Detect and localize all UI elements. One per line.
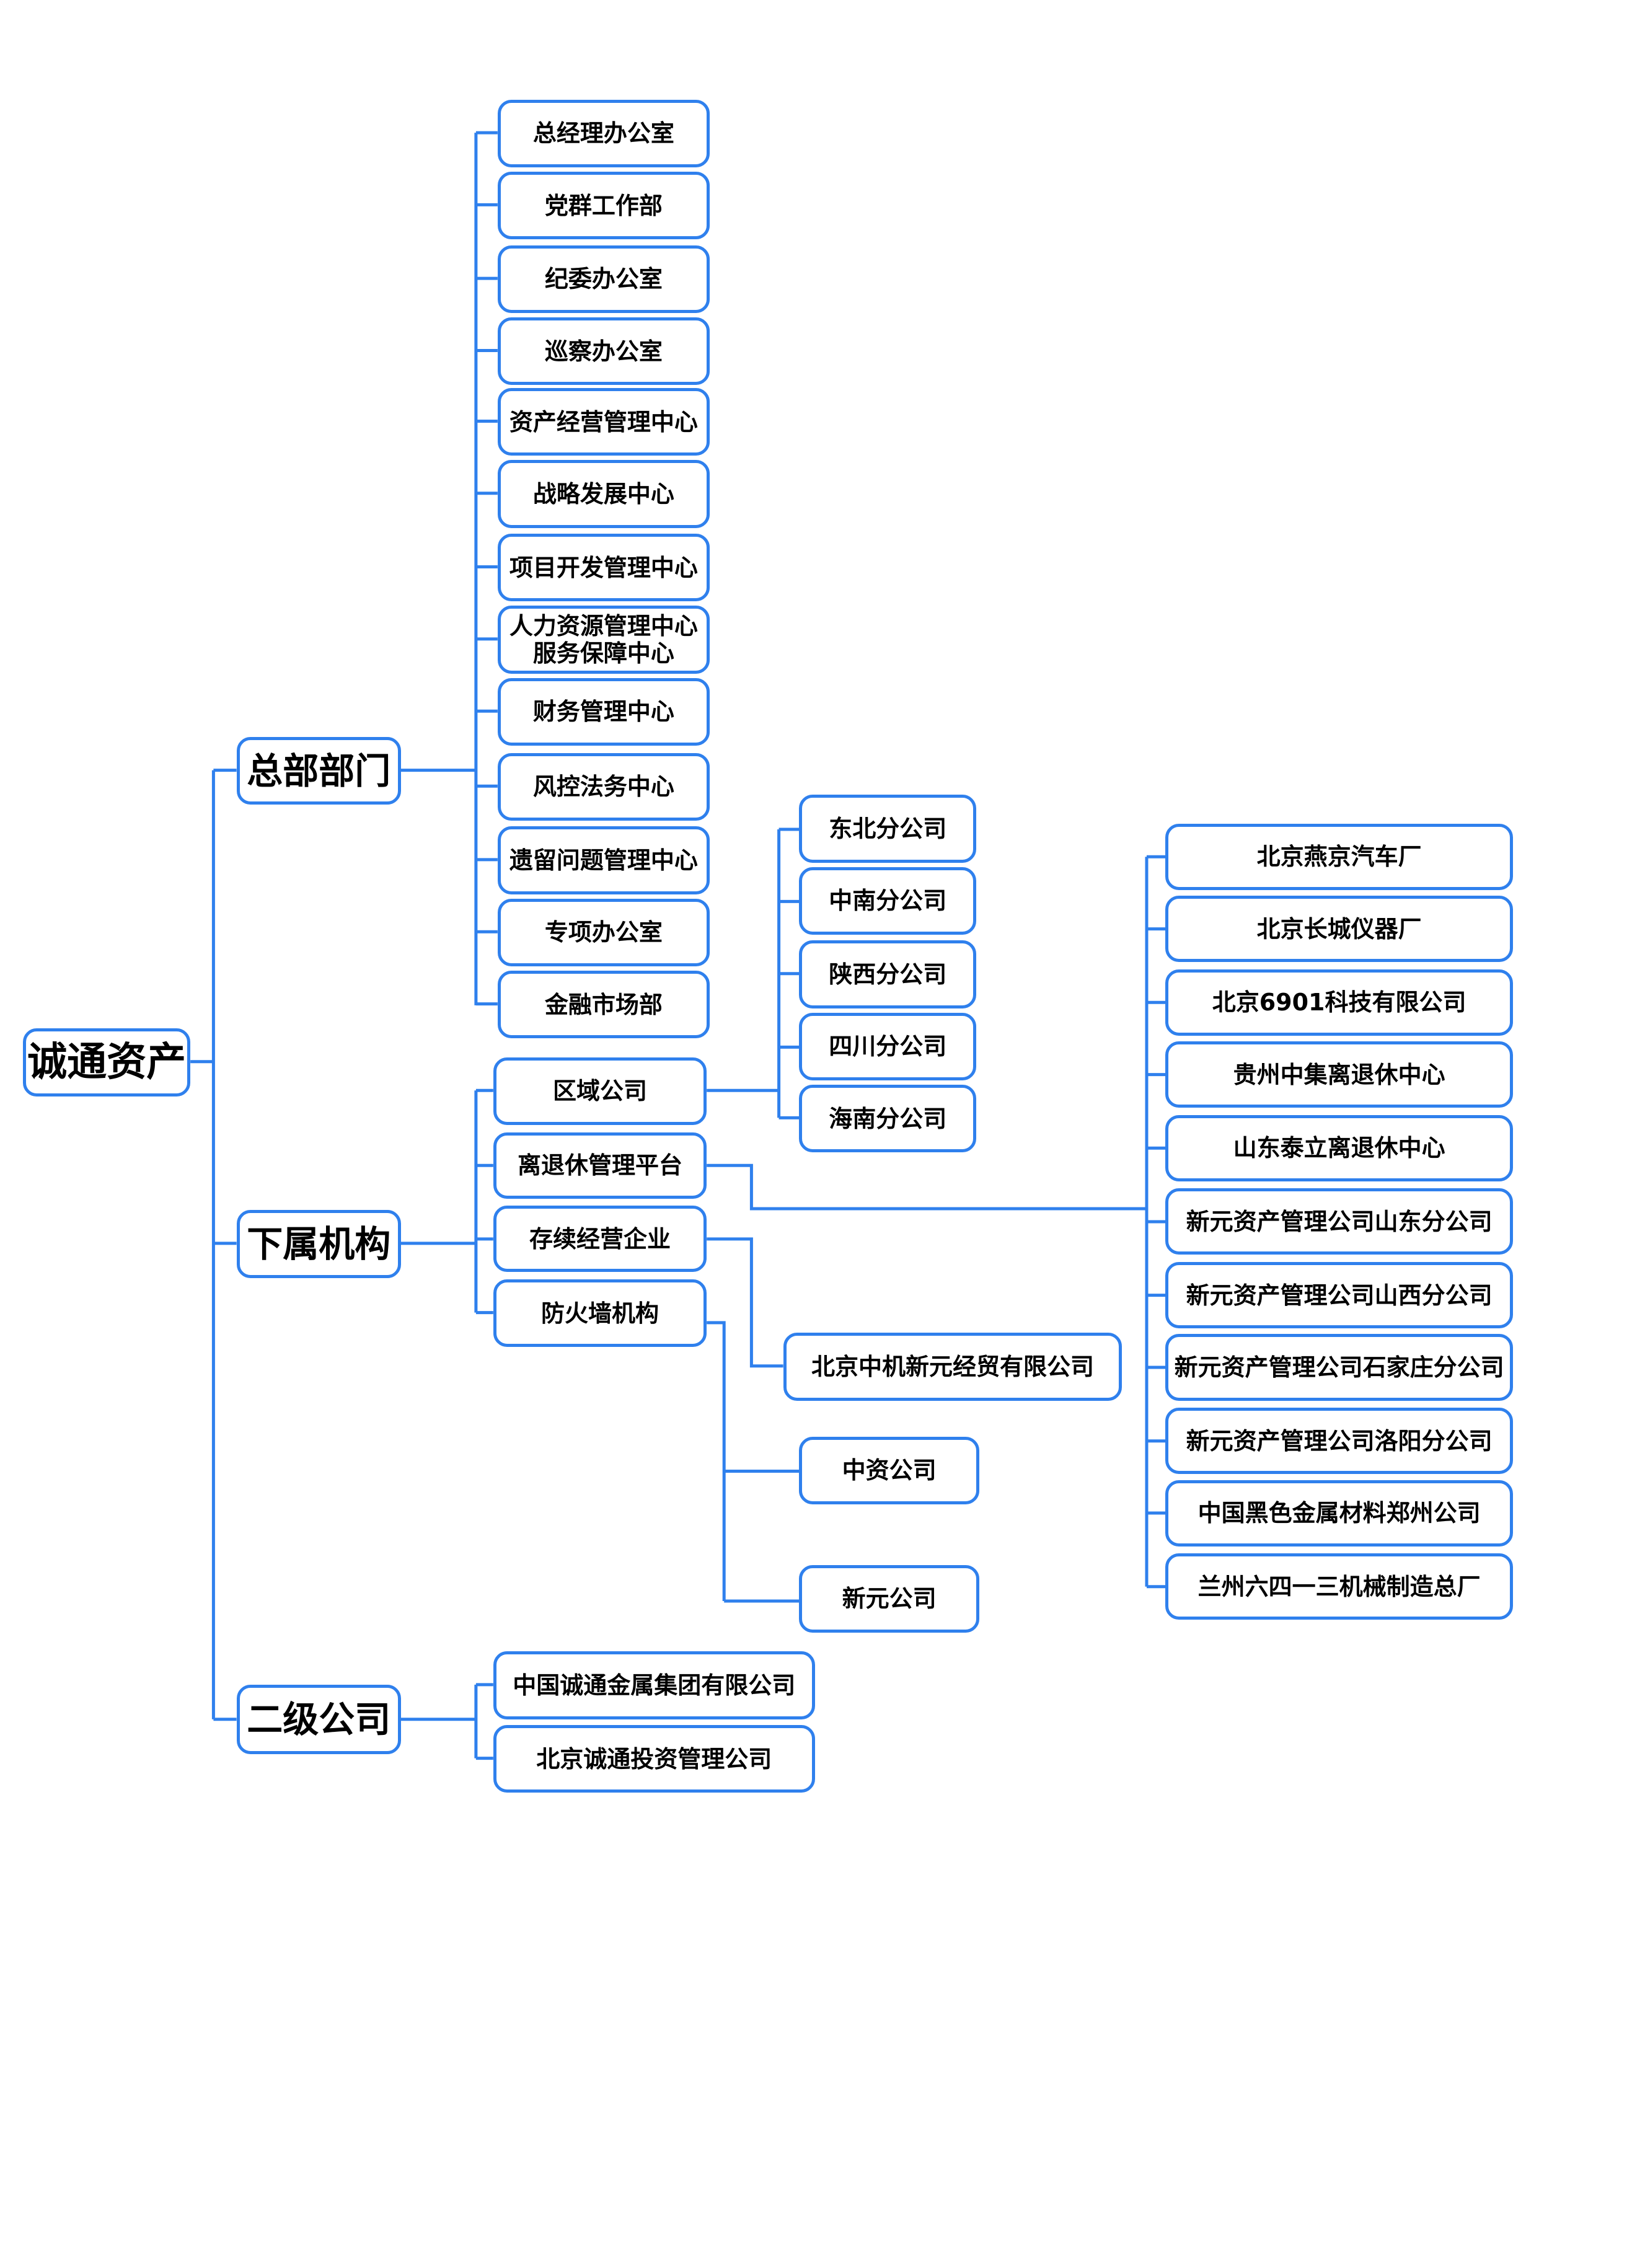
firewall-company-node: 新元公司 [799, 1564, 980, 1633]
root-node: 诚通资产 [23, 1028, 191, 1096]
institution-label: 离退休管理平台 [518, 1152, 683, 1180]
firewall-company-node: 中资公司 [799, 1436, 980, 1505]
institution-node: 区域公司 [493, 1057, 707, 1126]
continuing-enterprise-node: 北京中机新元经贸有限公司 [783, 1333, 1122, 1401]
hq-departments-node: 总部部门 [236, 737, 401, 805]
regional-branch-node: 海南分公司 [799, 1084, 977, 1153]
regional-branch-node: 东北分公司 [799, 795, 977, 863]
root-label: 诚通资产 [27, 1039, 187, 1085]
retirement-unit-label: 兰州六四一三机械制造总厂 [1197, 1573, 1481, 1600]
retirement-unit-label: 北京长城仪器厂 [1256, 915, 1422, 943]
dept-node: 巡察办公室 [497, 317, 710, 386]
dept-node: 战略发展中心 [497, 460, 710, 528]
retirement-unit-label: 新元资产管理公司石家庄分公司 [1174, 1353, 1504, 1381]
retirement-unit-label: 新元资产管理公司山东分公司 [1186, 1207, 1493, 1235]
second-tier-company-node: 中国诚通金属集团有限公司 [493, 1651, 815, 1719]
retirement-unit-label: 北京燕京汽车厂 [1256, 843, 1422, 871]
firewall-company-label: 新元公司 [842, 1585, 937, 1613]
dept-node: 项目开发管理中心 [497, 533, 710, 602]
retirement-unit-node: 中国黑色金属材料郑州公司 [1165, 1480, 1513, 1547]
dept-label: 专项办公室 [544, 919, 663, 946]
second-tier-company-label: 中国诚通金属集团有限公司 [513, 1672, 796, 1700]
dept-label: 党群工作部 [544, 192, 663, 219]
retirement-unit-node: 新元资产管理公司山东分公司 [1165, 1188, 1513, 1255]
dept-node: 资产经营管理中心 [497, 387, 710, 456]
retirement-unit-node: 新元资产管理公司山西分公司 [1165, 1262, 1513, 1329]
dept-node: 纪委办公室 [497, 245, 710, 313]
dept-label: 风控法务中心 [532, 773, 674, 801]
retirement-unit-node: 兰州六四一三机械制造总厂 [1165, 1553, 1513, 1620]
connector-line [707, 1237, 783, 1368]
dept-node: 党群工作部 [497, 171, 710, 240]
retirement-unit-node: 北京长城仪器厂 [1165, 896, 1513, 963]
retirement-unit-label: 新元资产管理公司山西分公司 [1186, 1281, 1493, 1309]
institution-node: 存续经营企业 [493, 1206, 707, 1273]
institution-node: 防火墙机构 [493, 1279, 707, 1348]
dept-label: 财务管理中心 [532, 698, 674, 726]
retirement-unit-label: 山东泰立离退休中心 [1233, 1134, 1445, 1162]
dept-node: 专项办公室 [497, 898, 710, 967]
hq-departments-label: 总部部门 [247, 749, 391, 792]
institution-label: 防火墙机构 [541, 1299, 659, 1327]
dept-label: 总经理办公室 [532, 120, 674, 148]
dept-label: 人力资源管理中心 服务保障中心 [509, 612, 698, 667]
connector-line [707, 1163, 1147, 1211]
dept-label: 项目开发管理中心 [509, 554, 698, 581]
retirement-unit-node: 北京6901科技有限公司 [1165, 969, 1513, 1036]
regional-branch-node: 中南分公司 [799, 867, 977, 935]
dept-node: 风控法务中心 [497, 752, 710, 821]
subsidiary-institutions-node: 下属机构 [236, 1210, 401, 1278]
dept-node: 遗留问题管理中心 [497, 826, 710, 894]
retirement-unit-label: 中国黑色金属材料郑州公司 [1197, 1499, 1481, 1527]
retirement-unit-label: 北京6901科技有限公司 [1212, 989, 1466, 1017]
dept-label: 遗留问题管理中心 [509, 847, 698, 875]
retirement-unit-node: 北京燕京汽车厂 [1165, 823, 1513, 890]
regional-branch-node: 四川分公司 [799, 1012, 977, 1080]
institution-label: 存续经营企业 [529, 1225, 671, 1253]
retirement-unit-node: 山东泰立离退休中心 [1165, 1114, 1513, 1181]
subsidiary-institutions-label: 下属机构 [247, 1223, 391, 1266]
retirement-unit-node: 新元资产管理公司洛阳分公司 [1165, 1408, 1513, 1475]
retirement-unit-node: 贵州中集离退休中心 [1165, 1041, 1513, 1108]
dept-node: 金融市场部 [497, 971, 710, 1039]
dept-label: 巡察办公室 [544, 337, 663, 365]
retirement-unit-label: 贵州中集离退休中心 [1233, 1061, 1445, 1088]
dept-node: 财务管理中心 [497, 677, 710, 746]
retirement-unit-label: 新元资产管理公司洛阳分公司 [1186, 1427, 1493, 1455]
dept-node: 人力资源管理中心 服务保障中心 [497, 606, 710, 674]
second-tier-companies-label: 二级公司 [247, 1698, 391, 1741]
second-tier-companies-node: 二级公司 [236, 1684, 401, 1754]
continuing-enterprise-label: 北京中机新元经贸有限公司 [811, 1352, 1094, 1380]
regional-branch-label: 东北分公司 [829, 814, 947, 842]
dept-label: 资产经营管理中心 [509, 408, 698, 436]
institution-node: 离退休管理平台 [493, 1132, 707, 1199]
dept-label: 纪委办公室 [544, 265, 663, 293]
dept-label: 战略发展中心 [532, 480, 674, 508]
institution-label: 区域公司 [553, 1077, 648, 1105]
regional-branch-node: 陕西分公司 [799, 940, 977, 1008]
regional-branch-label: 四川分公司 [829, 1033, 947, 1061]
retirement-unit-node: 新元资产管理公司石家庄分公司 [1165, 1334, 1513, 1401]
regional-branch-label: 中南分公司 [829, 887, 947, 915]
dept-label: 金融市场部 [544, 991, 663, 1018]
regional-branch-label: 海南分公司 [829, 1105, 947, 1132]
firewall-company-label: 中资公司 [842, 1457, 937, 1485]
second-tier-company-label: 北京诚通投资管理公司 [536, 1745, 772, 1773]
second-tier-company-node: 北京诚通投资管理公司 [493, 1725, 815, 1793]
connector-line [707, 1321, 726, 1601]
dept-node: 总经理办公室 [497, 99, 710, 167]
regional-branch-label: 陕西分公司 [829, 960, 947, 988]
